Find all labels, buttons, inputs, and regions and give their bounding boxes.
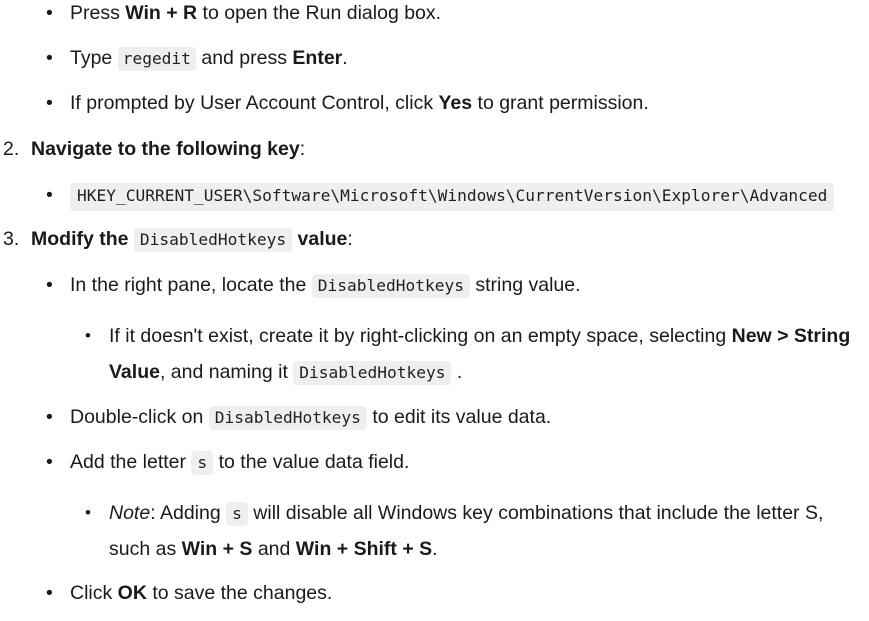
list-item-press-win-r: • Press Win + R to open the Run dialog b… — [0, 0, 869, 36]
text-segment: to the value data field. — [213, 451, 410, 473]
text-segment: . — [432, 538, 438, 560]
step-3-modify-value: 3. Modify the DisabledHotkeys value: — [0, 217, 869, 262]
list-item-create-if-missing-wrap: Value, and naming it DisabledHotkeys . — [0, 354, 869, 391]
text-segment: will disable all Windows key combination… — [247, 502, 824, 524]
text-segment: string value. — [469, 274, 581, 296]
text-segment: such as — [109, 538, 182, 560]
text-segment: to grant permission. — [472, 92, 649, 114]
text-segment: In the right pane, locate the — [70, 274, 312, 296]
list-item-registry-key-path: • HKEY_CURRENT_USER\Software\Microsoft\W… — [0, 173, 869, 218]
step-2-navigate: 2. Navigate to the following key: — [0, 127, 869, 172]
list-item-note-wrap: such as Win + S and Win + Shift + S. — [0, 531, 869, 567]
list-item-uac-prompt: • If prompted by User Account Control, c… — [0, 81, 869, 126]
list-item-note: • Note: Adding s will disable all Window… — [0, 495, 869, 532]
list-item-text: If prompted by User Account Control, cli… — [70, 92, 649, 114]
code-disabledhotkeys: DisabledHotkeys — [208, 406, 367, 430]
text-segment: If prompted by User Account Control, cli… — [70, 92, 439, 114]
text-segment: Press — [70, 2, 126, 24]
list-item-text: If it doesn't exist, create it by right-… — [109, 325, 850, 347]
code-disabledhotkeys: DisabledHotkeys — [293, 361, 452, 385]
text-segment: Click — [70, 582, 118, 604]
text-segment: If it doesn't exist, create it by right-… — [109, 325, 732, 347]
menu-path-new-string: New > String — [731, 325, 851, 347]
text-segment: , and naming it — [159, 361, 294, 383]
text-segment: : Adding — [150, 502, 227, 524]
bullet-icon: • — [46, 47, 53, 69]
code-letter-s: s — [226, 502, 248, 526]
bullet-icon: • — [46, 2, 53, 24]
bullet-icon: • — [46, 92, 53, 114]
step-number-2: 2. — [3, 138, 20, 160]
step-title-bold: value — [292, 228, 348, 250]
note-label: Note — [109, 502, 151, 524]
step-title-text: Modify the DisabledHotkeys value: — [31, 228, 353, 252]
text-segment: Type — [70, 47, 118, 69]
shortcut-win-s: Win + S — [181, 538, 253, 560]
button-ok: OK — [117, 582, 147, 604]
list-item-text: Value, and naming it DisabledHotkeys . — [109, 361, 463, 385]
text-segment: to save the changes. — [146, 582, 333, 604]
list-item-text: Type regedit and press Enter. — [70, 47, 348, 71]
bullet-icon: • — [46, 184, 53, 206]
list-item-double-click: • Double-click on DisabledHotkeys to edi… — [0, 395, 869, 440]
bullet-icon: • — [46, 274, 53, 296]
step-number-3: 3. — [3, 228, 20, 250]
code-registry-key-path: HKEY_CURRENT_USER\Software\Microsoft\Win… — [70, 183, 835, 211]
text-segment: . — [451, 361, 463, 383]
list-item-locate-value: • In the right pane, locate the Disabled… — [0, 263, 869, 308]
text-segment: : — [299, 138, 306, 160]
list-item-text: Click OK to save the changes. — [70, 582, 332, 604]
text-segment: . — [342, 47, 348, 69]
step-title-text: Navigate to the following key: — [31, 138, 305, 160]
menu-item-value: Value — [109, 361, 160, 383]
code-regedit: regedit — [117, 47, 196, 71]
list-item-create-if-missing: • If it doesn't exist, create it by righ… — [0, 318, 869, 354]
shortcut-win-shift-s: Win + Shift + S — [295, 538, 433, 560]
list-item-text: Press Win + R to open the Run dialog box… — [70, 2, 441, 24]
list-item-text: such as Win + S and Win + Shift + S. — [109, 538, 438, 560]
text-segment: Add the letter — [70, 451, 192, 473]
list-item-text: In the right pane, locate the DisabledHo… — [70, 274, 581, 298]
list-item-text: Double-click on DisabledHotkeys to edit … — [70, 406, 552, 430]
keyboard-shortcut-win-r: Win + R — [125, 2, 198, 24]
list-item-text: Add the letter s to the value data field… — [70, 451, 410, 475]
bullet-icon: • — [46, 406, 53, 428]
list-item-click-ok: • Click OK to save the changes. — [0, 571, 869, 616]
bullet-icon: • — [46, 451, 53, 473]
bullet-icon: • — [46, 582, 53, 604]
button-yes: Yes — [438, 92, 473, 114]
bullet-icon: • — [85, 326, 91, 345]
text-segment: Double-click on — [70, 406, 209, 428]
step-title-bold: Navigate to the following key — [31, 138, 300, 160]
bullet-icon: • — [85, 503, 91, 522]
list-item-type-regedit: • Type regedit and press Enter. — [0, 36, 869, 81]
text-segment: to open the Run dialog box. — [197, 2, 442, 24]
text-segment: : — [347, 228, 353, 250]
text-segment: to edit its value data. — [366, 406, 552, 428]
list-item-add-letter: • Add the letter s to the value data fie… — [0, 440, 869, 485]
key-enter: Enter — [292, 47, 343, 69]
code-disabledhotkeys: DisabledHotkeys — [133, 228, 293, 252]
list-item-text: Note: Adding s will disable all Windows … — [109, 502, 824, 526]
code-disabledhotkeys: DisabledHotkeys — [311, 274, 470, 298]
text-segment: and press — [195, 47, 293, 69]
text-segment: and — [252, 538, 296, 560]
code-letter-s: s — [191, 451, 214, 475]
step-title-bold: Modify the — [31, 228, 134, 250]
